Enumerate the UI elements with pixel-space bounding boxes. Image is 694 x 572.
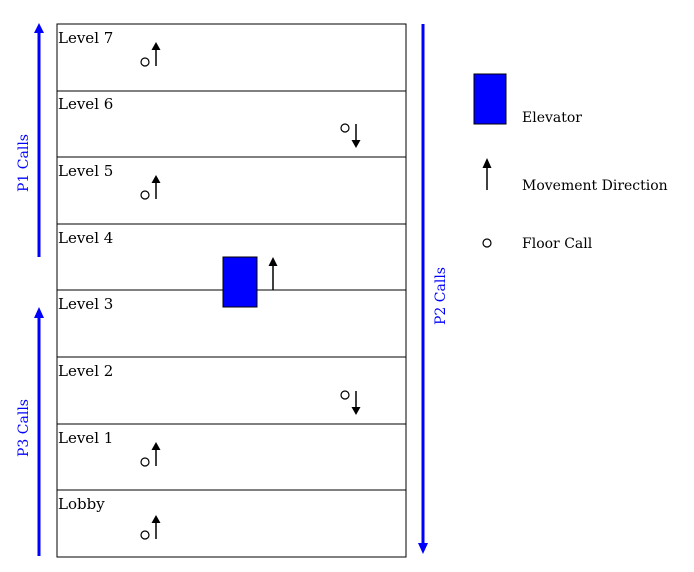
floor-call-circle-icon bbox=[140, 57, 150, 67]
p1-calls-label: P1 Calls bbox=[16, 134, 32, 192]
floor-call-circle-icon bbox=[340, 123, 350, 133]
level-label-2: Level 2 bbox=[58, 362, 113, 380]
legend-floor-call-label: Floor Call bbox=[522, 236, 593, 252]
floor-call-circle-icon bbox=[140, 190, 150, 200]
up-arrow-icon bbox=[151, 515, 161, 539]
legend-movement-label: Movement Direction bbox=[522, 178, 668, 194]
level-label-3: Level 3 bbox=[58, 295, 113, 313]
p3-calls-label: P3 Calls bbox=[16, 399, 32, 457]
p2-calls-arrow bbox=[418, 24, 428, 554]
up-arrow-icon bbox=[151, 442, 161, 466]
down-arrow-icon bbox=[351, 391, 361, 415]
elevator-car bbox=[222, 256, 258, 308]
level-label-7: Level 7 bbox=[58, 29, 113, 47]
p1-calls-arrow bbox=[34, 23, 44, 257]
floor-call-level-1 bbox=[140, 442, 161, 467]
p2-calls-label: P2 Calls bbox=[433, 267, 449, 325]
floor-call-level-6 bbox=[340, 123, 361, 148]
floor-call-circle-icon bbox=[340, 390, 350, 400]
floor-dividers bbox=[57, 90, 406, 491]
legend-floor-call-circle-icon bbox=[482, 238, 492, 248]
down-arrow-icon bbox=[351, 124, 361, 148]
floor-call-circle-icon bbox=[140, 530, 150, 540]
up-arrow-icon bbox=[151, 175, 161, 199]
level-label-5: Level 5 bbox=[58, 162, 113, 180]
floor-call-lobby bbox=[140, 515, 161, 540]
p3-calls-arrow bbox=[34, 307, 44, 556]
level-label-lobby: Lobby bbox=[58, 495, 105, 513]
legend: Elevator Movement Direction Floor Call bbox=[473, 73, 668, 252]
up-arrow-icon bbox=[151, 42, 161, 66]
legend-movement-arrow-icon bbox=[482, 158, 492, 190]
legend-elevator-swatch bbox=[473, 73, 507, 125]
level-label-1: Level 1 bbox=[58, 429, 113, 447]
floor-call-level-2 bbox=[340, 390, 361, 415]
floor-call-circle-icon bbox=[140, 457, 150, 467]
floor-call-level-5 bbox=[140, 175, 161, 200]
floor-call-level-7 bbox=[140, 42, 161, 67]
level-label-4: Level 4 bbox=[58, 229, 113, 247]
elevator-up-arrow-icon bbox=[268, 257, 278, 290]
legend-elevator-label: Elevator bbox=[522, 110, 582, 126]
level-label-6: Level 6 bbox=[58, 95, 113, 113]
